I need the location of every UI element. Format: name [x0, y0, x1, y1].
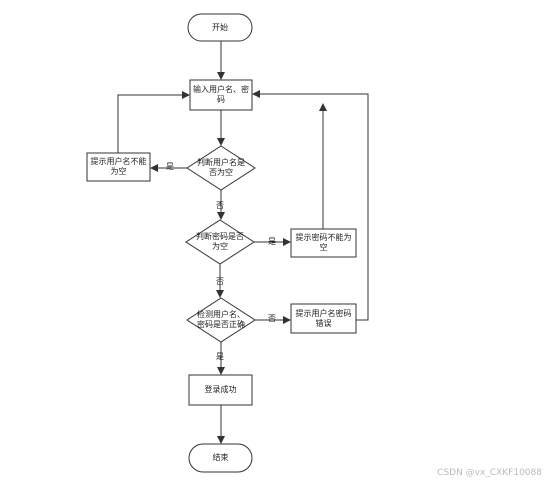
verify-label: 检测用户名、密码是否正确	[197, 310, 245, 329]
edge-prompt-user-back	[117, 91, 190, 153]
start-terminator	[187, 13, 253, 42]
start-label: 开始	[212, 22, 228, 32]
prompt-pwd-empty-box	[290, 228, 357, 258]
watermark: CSDN @vx_CXKF10088	[437, 468, 542, 478]
prompt-wrong-box	[290, 303, 357, 334]
end-terminator	[188, 443, 253, 473]
prompt-user-empty-label: 提示用户名不能为空	[90, 157, 147, 176]
edge-label-user-yes: 是	[166, 162, 174, 171]
success-box	[188, 374, 253, 406]
success-label: 登录成功	[204, 385, 237, 394]
end-label: 结束	[212, 453, 229, 462]
prompt-pwd-empty-label: 提示密码不能为空	[295, 233, 352, 252]
prompt-wrong-label: 提示用户名密码错误	[295, 308, 352, 328]
edge-label-user-no: 否	[216, 201, 224, 210]
edge-label-verify-no: 否	[268, 314, 276, 323]
edge-label-pwd-yes: 是	[268, 237, 276, 246]
edge-prompt-wrong-back	[252, 90, 369, 321]
edge-label-verify-yes: 是	[216, 352, 224, 361]
edge-label-pwd-no: 否	[216, 277, 224, 286]
input-box	[189, 79, 253, 111]
pwd-empty-label: 判断密码是否为空	[196, 232, 244, 251]
user-empty-label: 判断用户名是否为空	[197, 158, 245, 177]
input-label: 输入用户名、密码	[193, 85, 249, 104]
